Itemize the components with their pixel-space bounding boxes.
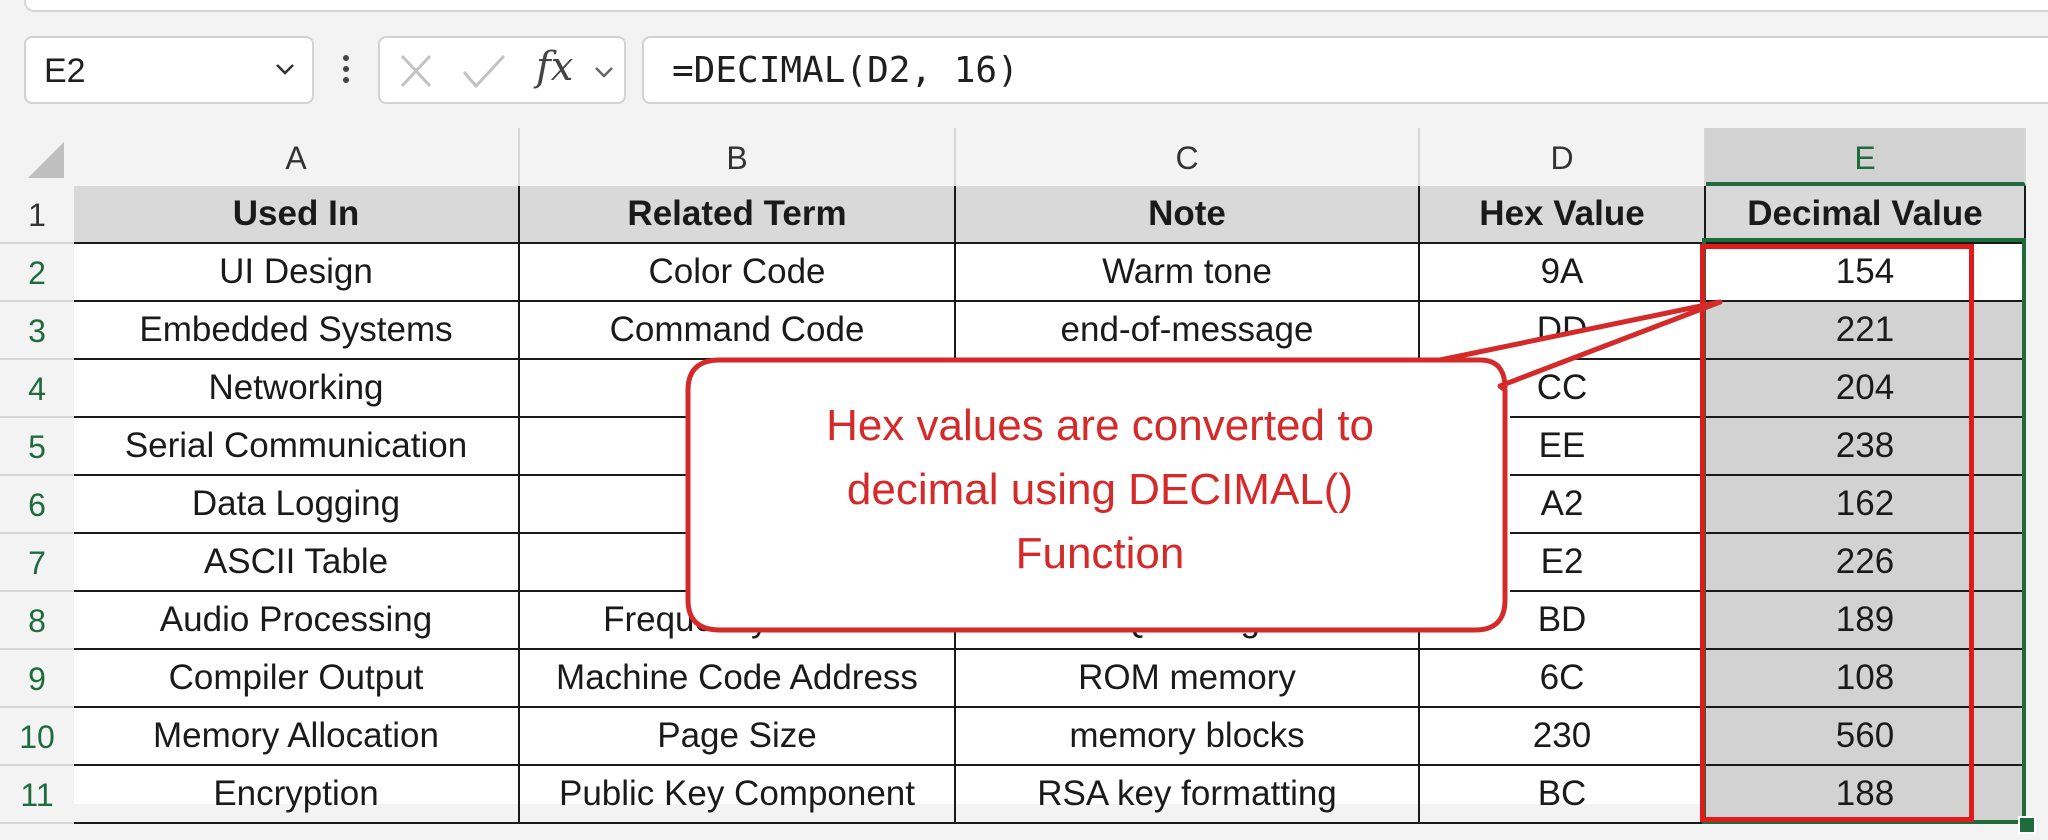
formula-bar: E2 fx =DECIMAL(D2, 16) [0, 28, 2048, 108]
table-cell[interactable]: Embedded Systems [74, 302, 520, 360]
more-options-icon[interactable] [336, 44, 356, 94]
header-cell-note[interactable]: Note [956, 186, 1420, 244]
table-cell[interactable]: Serial Communication [74, 418, 520, 476]
header-cell-hex-value[interactable]: Hex Value [1420, 186, 1706, 244]
table-cell[interactable]: Public Key Component [520, 766, 956, 824]
column-header-d[interactable]: D [1420, 128, 1706, 186]
table-cell[interactable]: CC [1420, 360, 1706, 418]
callout-line-3: Function [1015, 529, 1185, 578]
table-cell[interactable]: BD [1420, 592, 1706, 650]
header-cell-related-term[interactable]: Related Term [520, 186, 956, 244]
header-cell-used-in[interactable]: Used In [74, 186, 520, 244]
name-box-value: E2 [44, 52, 86, 90]
column-header-c[interactable]: C [956, 128, 1420, 186]
table-cell[interactable]: memory blocks [956, 708, 1420, 766]
select-all-button[interactable] [0, 128, 74, 186]
formula-input[interactable]: =DECIMAL(D2, 16) [642, 36, 2048, 104]
row-header-9[interactable]: 9 [0, 650, 74, 708]
column-header-b[interactable]: B [520, 128, 956, 186]
table-cell[interactable]: E2 [1420, 534, 1706, 592]
table-cell[interactable]: A2 [1420, 476, 1706, 534]
cancel-icon[interactable] [396, 48, 436, 94]
table-cell[interactable]: Color Code [520, 244, 956, 302]
row-header-4[interactable]: 4 [0, 360, 74, 418]
row-header-7[interactable]: 7 [0, 534, 74, 592]
chevron-down-icon[interactable] [272, 56, 298, 82]
table-cell[interactable]: Audio Processing [74, 592, 520, 650]
header-cell-decimal-value[interactable]: Decimal Value [1706, 186, 2026, 244]
insert-function-button[interactable]: fx [536, 44, 574, 90]
row-header-3[interactable]: 3 [0, 302, 74, 360]
row-header-5[interactable]: 5 [0, 418, 74, 476]
row-header-2[interactable]: 2 [0, 244, 74, 302]
chevron-down-icon[interactable] [592, 62, 616, 82]
table-cell[interactable]: RSA key formatting [956, 766, 1420, 824]
formula-buttons: fx [378, 36, 626, 104]
row-header-8[interactable]: 8 [0, 592, 74, 650]
ribbon-edge [24, 0, 2048, 12]
formula-text: =DECIMAL(D2, 16) [672, 50, 1019, 91]
table-cell[interactable]: UI Design [74, 244, 520, 302]
row-header-6[interactable]: 6 [0, 476, 74, 534]
table-cell[interactable]: Warm tone [956, 244, 1420, 302]
row-header-11[interactable]: 11 [0, 766, 74, 824]
table-cell[interactable]: Networking [74, 360, 520, 418]
fill-handle[interactable] [2018, 816, 2036, 834]
callout-line-1: Hex values are converted to [826, 401, 1374, 450]
row-header-10[interactable]: 10 [0, 708, 74, 766]
callout-line-2: decimal using DECIMAL() [846, 465, 1354, 514]
column-header-e[interactable]: E [1706, 128, 2026, 186]
table-cell[interactable]: Encryption [74, 766, 520, 824]
table-cell[interactable]: Compiler Output [74, 650, 520, 708]
table-cell[interactable]: Memory Allocation [74, 708, 520, 766]
row-header-1[interactable]: 1 [0, 186, 74, 244]
enter-check-icon[interactable] [460, 48, 508, 94]
table-cell[interactable]: ASCII Table [74, 534, 520, 592]
select-all-icon [28, 142, 64, 178]
table-cell[interactable]: Machine Code Address [520, 650, 956, 708]
table-cell[interactable]: Data Logging [74, 476, 520, 534]
callout-text: Hex values are converted to decimal usin… [700, 394, 1500, 586]
name-box[interactable]: E2 [24, 36, 314, 104]
table-cell[interactable]: Page Size [520, 708, 956, 766]
table-cell[interactable]: ROM memory [956, 650, 1420, 708]
column-header-a[interactable]: A [74, 128, 520, 186]
